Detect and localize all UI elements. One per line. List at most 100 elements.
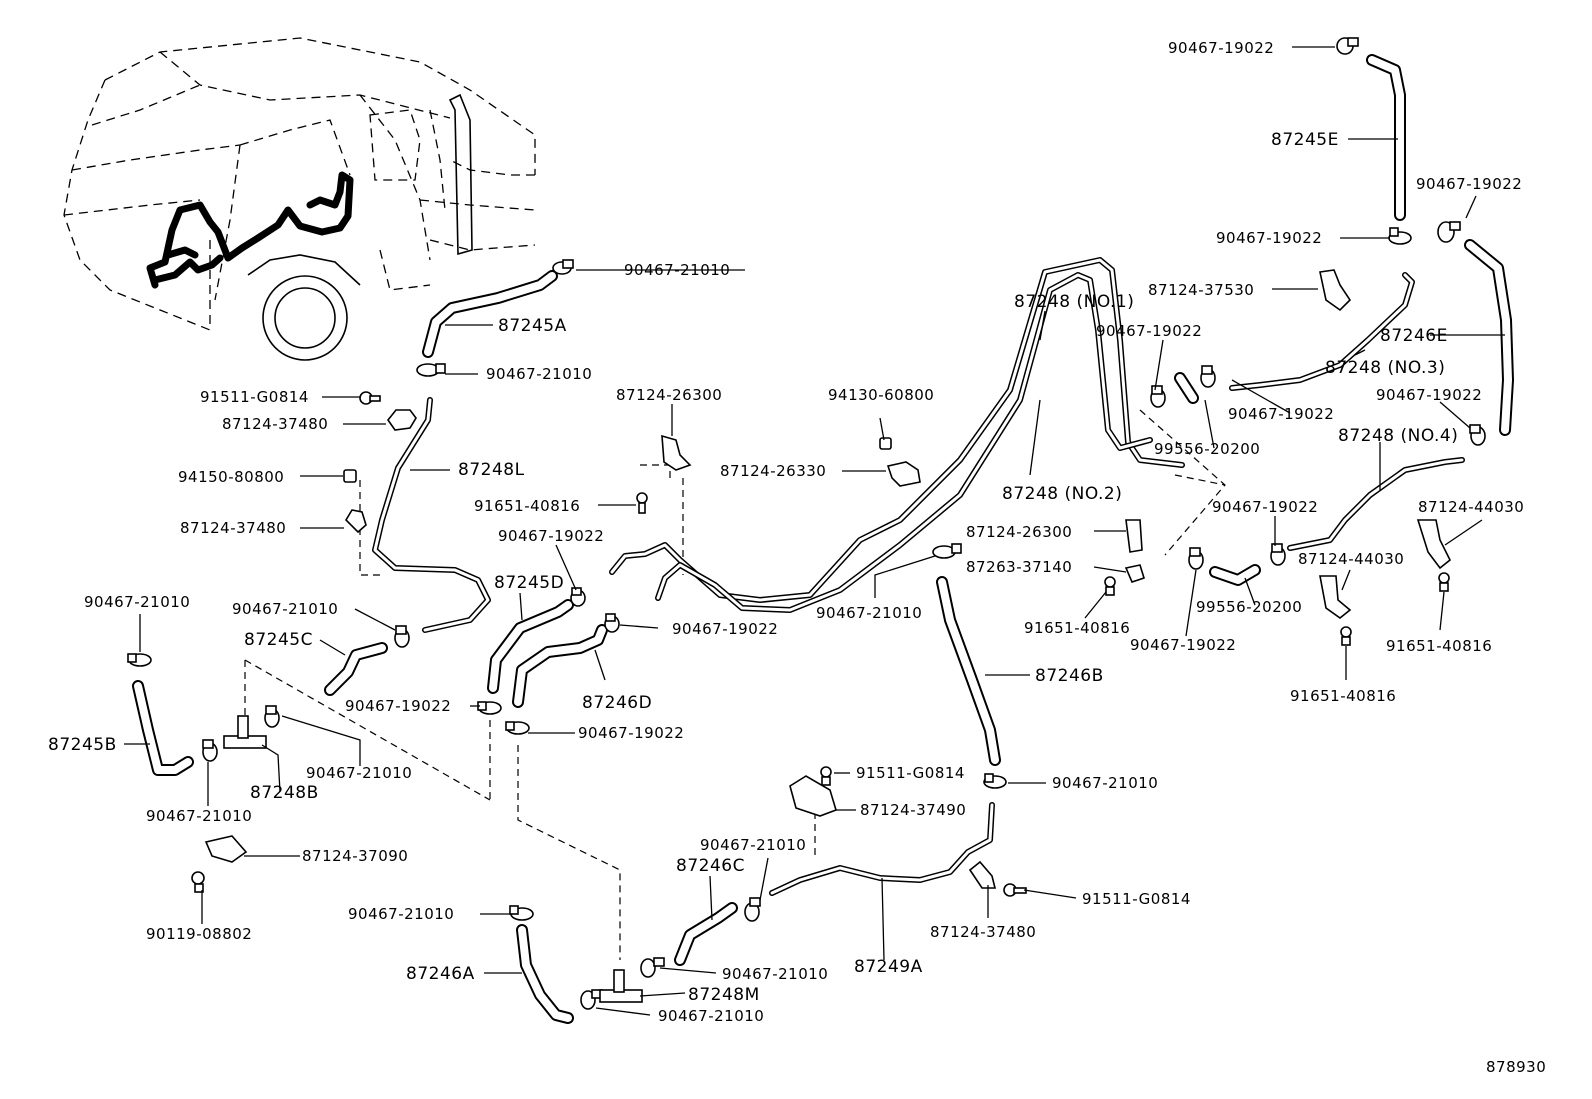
label-87246b: 87246B — [1035, 666, 1104, 686]
label-87248-no1: 87248 (NO.1) — [1014, 292, 1134, 312]
label-87245d: 87245D — [494, 573, 564, 593]
label-91651-40816: 91651-40816 — [474, 497, 580, 515]
bracket-icon — [387, 409, 417, 431]
clamp-icon — [1270, 543, 1286, 566]
label-90467-19022: 90467-19022 — [498, 527, 604, 545]
diagram-id: 878930 — [1486, 1058, 1546, 1076]
label-87124-26330: 87124-26330 — [720, 462, 826, 480]
label-87124-44030: 87124-44030 — [1418, 498, 1524, 516]
label-91651-40816: 91651-40816 — [1024, 619, 1130, 637]
label-87124-37480: 87124-37480 — [180, 519, 286, 537]
label-90467-21010: 90467-21010 — [486, 365, 592, 383]
bolt-icon — [191, 871, 205, 893]
bracket-icon — [1124, 564, 1145, 583]
clamp-icon — [127, 653, 152, 667]
clamp-icon — [202, 739, 218, 762]
bracket-icon — [1125, 519, 1143, 553]
truck-wheel — [262, 275, 348, 361]
label-87246d: 87246D — [582, 693, 652, 713]
label-99556-20200: 99556-20200 — [1154, 440, 1260, 458]
label-87124-26300: 87124-26300 — [966, 523, 1072, 541]
label-90467-19022: 90467-19022 — [345, 697, 451, 715]
bracket-icon — [204, 835, 248, 863]
label-90119-08802: 90119-08802 — [146, 925, 252, 943]
label-87124-37480: 87124-37480 — [222, 415, 328, 433]
label-90467-19022: 90467-19022 — [1212, 498, 1318, 516]
clamp-icon — [505, 721, 530, 735]
label-91511-g0814: 91511-G0814 — [1082, 890, 1191, 908]
label-90467-19022: 90467-19022 — [1216, 229, 1322, 247]
clamp-icon — [1336, 37, 1359, 55]
label-87248-no2: 87248 (NO.2) — [1002, 484, 1122, 504]
leader-lines — [124, 46, 1505, 1016]
label-90467-21010: 90467-21010 — [84, 593, 190, 611]
tee-fitting-87248m — [599, 969, 643, 1003]
label-87248m: 87248M — [688, 985, 760, 1005]
clamp-icon — [264, 705, 280, 728]
label-90467-21010: 90467-21010 — [232, 600, 338, 618]
clamp-icon — [552, 259, 574, 275]
label-91511-g0814: 91511-G0814 — [200, 388, 309, 406]
bolt-icon — [1340, 626, 1352, 646]
truck-outline-illustration — [63, 37, 536, 361]
label-87248b: 87248B — [250, 783, 319, 803]
label-90467-21010: 90467-21010 — [306, 764, 412, 782]
label-87124-44030: 87124-44030 — [1298, 550, 1404, 568]
label-87245c: 87245C — [244, 630, 313, 650]
clamp-icon — [1200, 365, 1216, 388]
label-87248l: 87248L — [458, 460, 525, 480]
label-87124-37530: 87124-37530 — [1148, 281, 1254, 299]
label-90467-21010: 90467-21010 — [348, 905, 454, 923]
bracket-icon — [968, 860, 997, 889]
label-87246c: 87246C — [676, 856, 745, 876]
label-90467-19022: 90467-19022 — [1168, 39, 1274, 57]
bolt-icon — [1438, 572, 1450, 592]
label-90467-21010: 90467-21010 — [700, 836, 806, 854]
label-87124-37480: 87124-37480 — [930, 923, 1036, 941]
nut-icon — [879, 437, 892, 450]
label-87124-37490: 87124-37490 — [860, 801, 966, 819]
clamp-icon — [570, 587, 586, 607]
bracket-icon — [1319, 575, 1352, 620]
bracket-icon — [886, 461, 921, 487]
part-labels: 90467-19022 87245E 90467-19022 90467-190… — [48, 39, 1546, 1076]
label-94130-60800: 94130-60800 — [828, 386, 934, 404]
label-90467-21010: 90467-21010 — [1052, 774, 1158, 792]
clamp-icon — [1388, 227, 1412, 245]
label-91651-40816: 91651-40816 — [1386, 637, 1492, 655]
nut-icon — [343, 469, 357, 483]
bolt-icon — [1104, 576, 1116, 596]
bracket-icon — [661, 434, 692, 471]
label-87248-no3: 87248 (NO.3) — [1325, 358, 1445, 378]
label-87246a: 87246A — [406, 964, 475, 984]
clamp-icon — [1469, 424, 1486, 446]
label-90467-21010: 90467-21010 — [146, 807, 252, 825]
label-87124-37090: 87124-37090 — [302, 847, 408, 865]
label-99556-20200: 99556-20200 — [1196, 598, 1302, 616]
clamp-icon — [983, 773, 1007, 789]
bracket-icon — [344, 509, 367, 534]
label-94150-80800: 94150-80800 — [178, 468, 284, 486]
bracket-icon — [1319, 269, 1352, 312]
label-90467-21010: 90467-21010 — [722, 965, 828, 983]
label-87245e: 87245E — [1271, 130, 1339, 150]
clamps-and-fittings — [127, 37, 1486, 1010]
hoses — [132, 54, 1514, 1024]
wire-harness — [146, 171, 354, 289]
clamp-icon — [744, 897, 761, 922]
label-90467-21010: 90467-21010 — [658, 1007, 764, 1025]
clamp-icon — [509, 905, 534, 921]
label-87246e: 87246E — [1380, 326, 1448, 346]
label-90467-19022: 90467-19022 — [1228, 405, 1334, 423]
clamp-icon — [640, 957, 665, 978]
bolt-icon — [1003, 883, 1027, 897]
clamp-icon — [477, 701, 502, 715]
label-91651-40816: 91651-40816 — [1290, 687, 1396, 705]
label-87245a: 87245A — [498, 316, 567, 336]
label-87249a: 87249A — [854, 957, 923, 977]
label-90467-19022: 90467-19022 — [1096, 322, 1202, 340]
clamp-icon — [394, 625, 410, 648]
bolt-icon — [359, 391, 381, 405]
label-90467-19022: 90467-19022 — [672, 620, 778, 638]
pipes — [609, 257, 1465, 896]
